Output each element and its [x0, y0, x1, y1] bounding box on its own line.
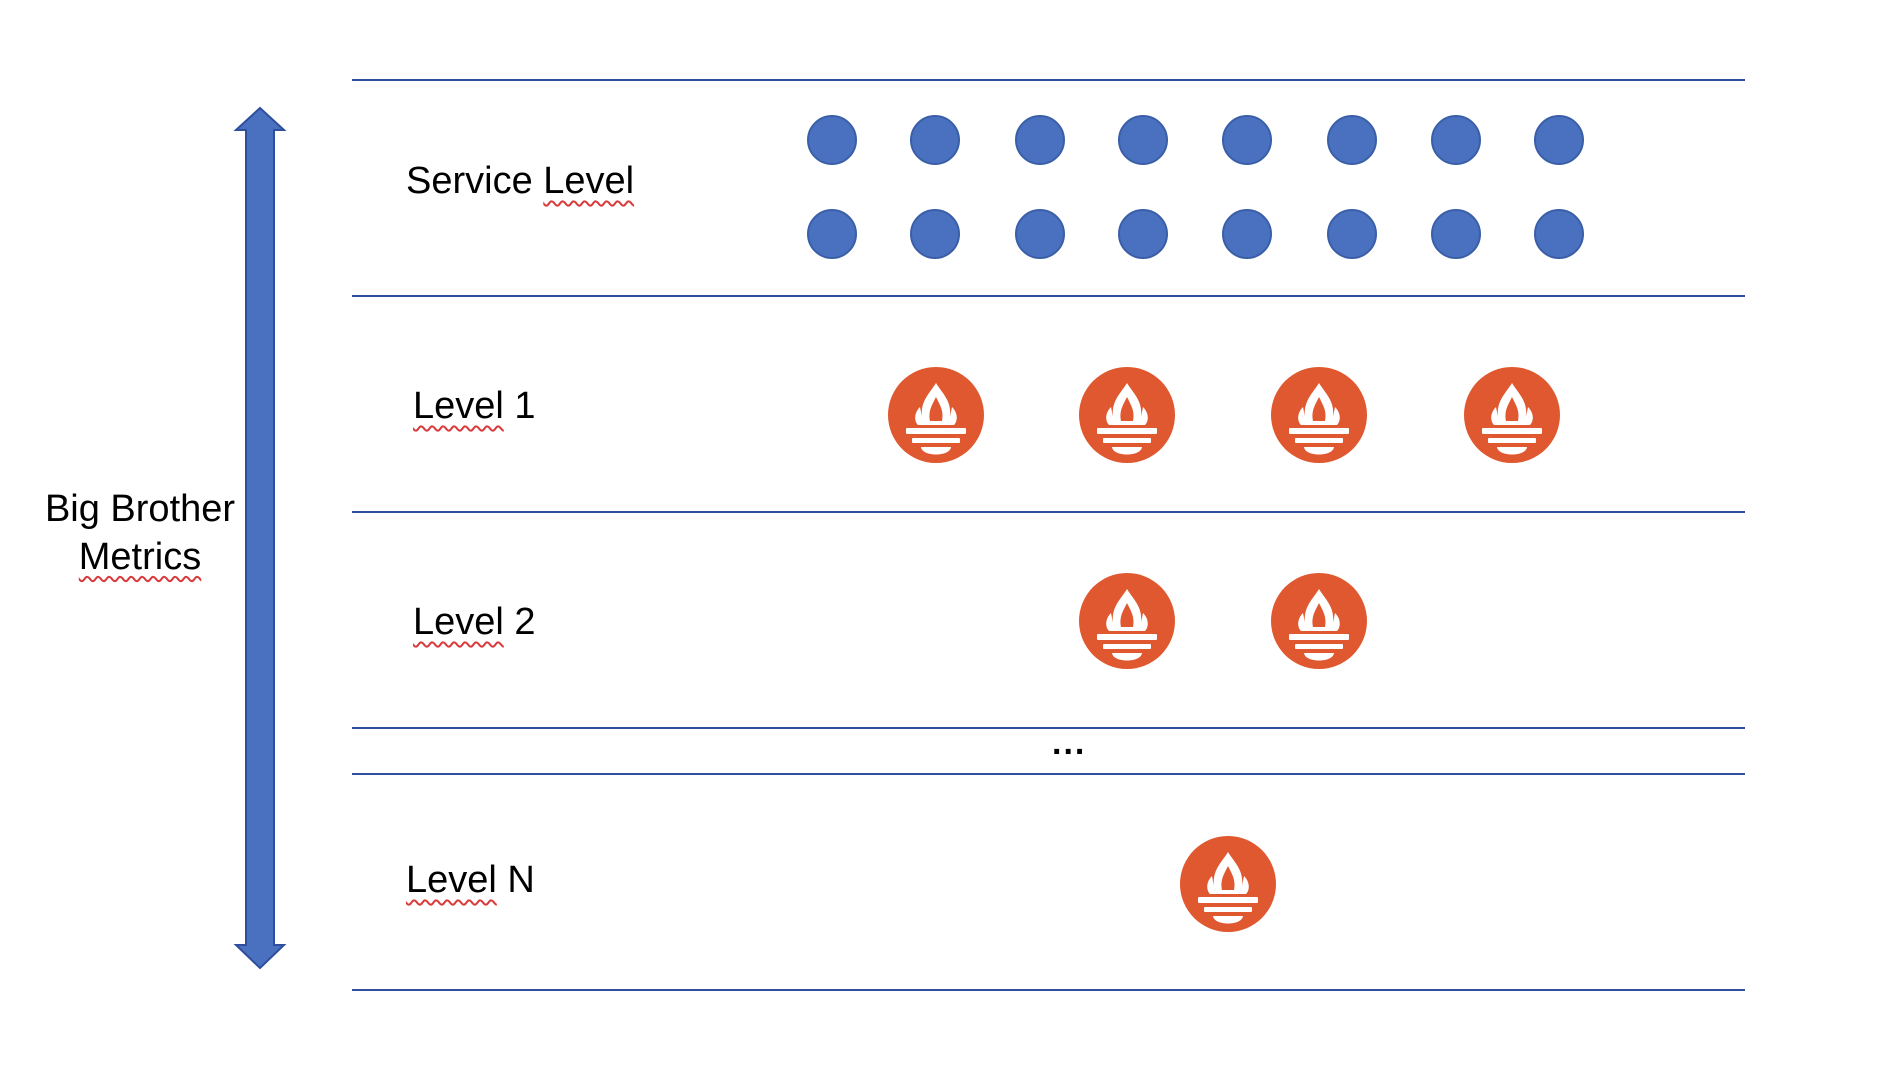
service-node-icon: [1015, 209, 1065, 259]
levelN-letter: N: [507, 859, 535, 901]
axis-label-line2: Metrics: [78, 535, 202, 578]
service-node-icon: [1431, 209, 1481, 259]
prometheus-levelN-icon: [1180, 836, 1276, 932]
service-node-icon: [1118, 115, 1168, 165]
prometheus-level1-icon: [1464, 367, 1560, 463]
level1-number: 1: [514, 385, 536, 427]
service-node-icon: [910, 115, 960, 165]
level2-word: Level: [413, 601, 504, 643]
service-node-icon: [1534, 115, 1584, 165]
service-level-word2: Level: [543, 160, 635, 202]
service-node-icon: [910, 209, 960, 259]
level1-word: Level: [413, 385, 504, 427]
level2-number: 2: [514, 601, 536, 643]
prometheus-level1-icon: [1079, 367, 1175, 463]
service-node-icon: [1534, 209, 1584, 259]
double-arrow-icon: [233, 106, 287, 970]
service-node-icon: [1327, 115, 1377, 165]
service-node-icon: [1015, 115, 1065, 165]
prometheus-level1-icon: [1271, 367, 1367, 463]
level2-label: Level 2: [413, 599, 536, 647]
prometheus-level1-icon: [888, 367, 984, 463]
levelN-label: Level N: [406, 857, 535, 905]
service-node-icon: [1431, 115, 1481, 165]
service-node-icon: [807, 115, 857, 165]
service-node-icon: [807, 209, 857, 259]
level1-label: Level 1: [413, 383, 536, 431]
ellipsis-label: ...: [1052, 724, 1087, 762]
axis-label-line1: Big Brother: [44, 488, 236, 530]
service-level-word1: Service: [406, 160, 533, 202]
big-brother-metrics-label: Big Brother Metrics: [40, 486, 240, 581]
level-separators: [352, 79, 1745, 991]
prometheus-node-group: [888, 367, 1560, 932]
prometheus-level2-icon: [1079, 573, 1175, 669]
service-level-label: Service Level: [406, 158, 634, 206]
service-node-icon: [1327, 209, 1377, 259]
service-node-icon: [1118, 209, 1168, 259]
service-node-icon: [1222, 209, 1272, 259]
prometheus-level2-icon: [1271, 573, 1367, 669]
levelN-word: Level: [406, 859, 497, 901]
service-node-grid: [807, 115, 1584, 259]
service-node-icon: [1222, 115, 1272, 165]
